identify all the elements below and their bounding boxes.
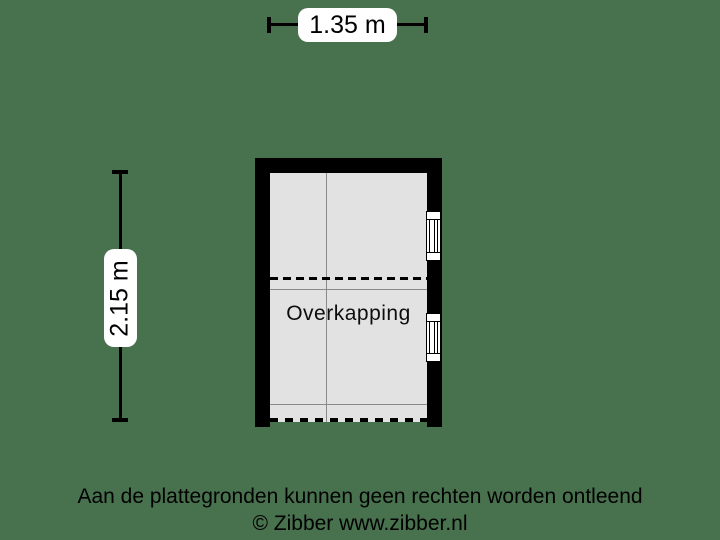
footer: Aan de plattegronden kunnen geen rechten… bbox=[0, 483, 720, 537]
height-dimension-top-tick bbox=[112, 170, 128, 174]
open-side-dashed-line bbox=[270, 418, 427, 422]
interior-thin-line-lower bbox=[270, 404, 427, 405]
footer-copyright: © Zibber www.zibber.nl bbox=[252, 512, 468, 535]
footer-disclaimer: Aan de plattegronden kunnen geen rechten… bbox=[77, 485, 643, 508]
height-dimension-bottom-tick bbox=[112, 418, 128, 422]
width-dimension-value: 1.35 m bbox=[309, 10, 386, 39]
interior-dashed-line bbox=[270, 277, 427, 280]
window-lower-icon bbox=[426, 313, 441, 362]
wall-right bbox=[427, 158, 442, 427]
interior-divider-line bbox=[326, 173, 327, 422]
width-dimension-right-tick bbox=[424, 17, 428, 33]
width-dimension-left-tick bbox=[267, 17, 271, 33]
room-name-label: Overkapping bbox=[286, 302, 411, 325]
height-dimension-label: 2.15 m bbox=[104, 249, 137, 347]
wall-left bbox=[255, 158, 270, 427]
width-dimension-label: 1.35 m bbox=[298, 8, 397, 42]
room-interior: Overkapping bbox=[270, 173, 427, 422]
wall-top bbox=[255, 158, 442, 173]
height-dimension-value: 2.15 m bbox=[106, 259, 134, 337]
interior-thin-line-upper bbox=[270, 289, 427, 290]
window-upper-icon bbox=[426, 211, 441, 261]
